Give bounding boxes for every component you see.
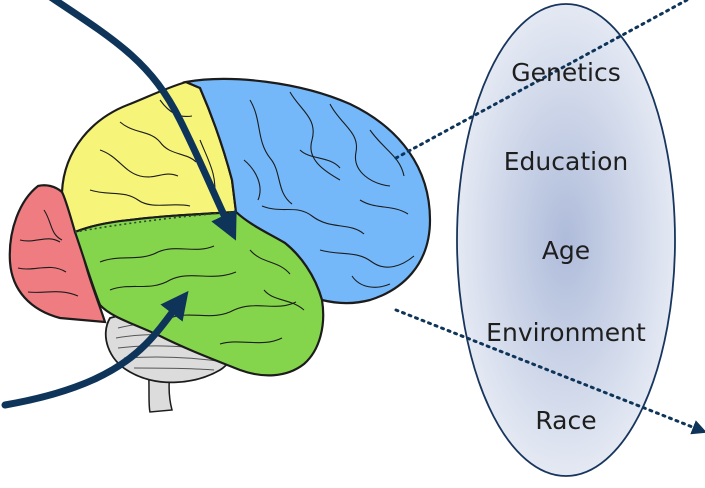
factor-label: Genetics (511, 58, 621, 87)
factor-label: Environment (486, 318, 646, 347)
factor-label: Age (542, 236, 590, 265)
brain-icon (10, 79, 430, 412)
factor-label: Education (504, 147, 628, 176)
factor-label: Race (535, 406, 596, 435)
